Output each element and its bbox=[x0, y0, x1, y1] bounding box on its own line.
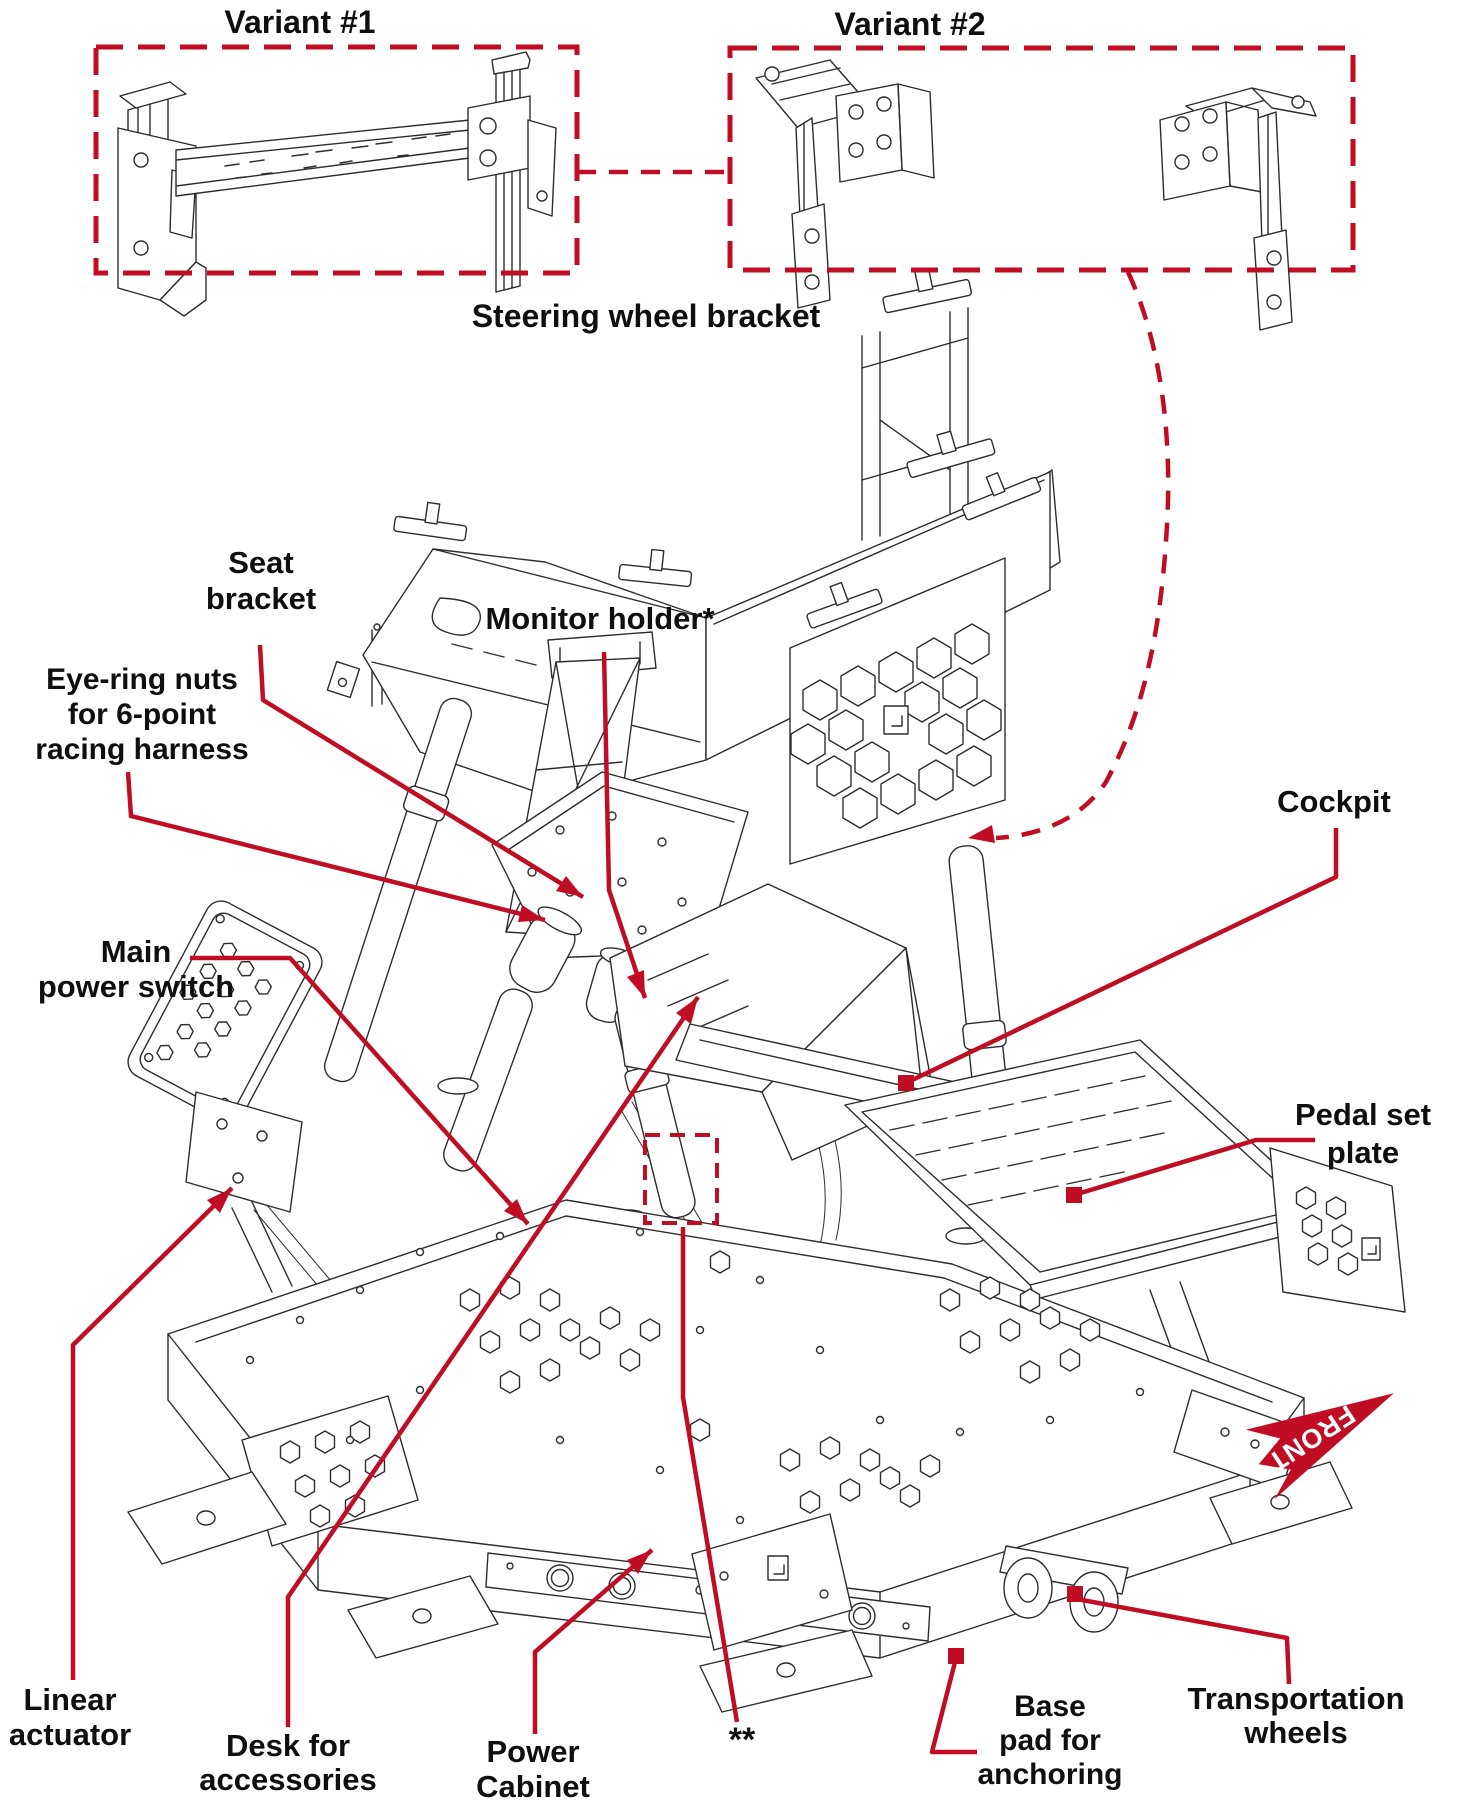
steering-wheel-bracket-caption: Steering wheel bracket bbox=[471, 298, 821, 334]
variant2-pointer-dashed-arc bbox=[968, 271, 1171, 843]
variant2-bracket-art bbox=[755, 59, 1317, 331]
label-line: Base bbox=[1014, 1690, 1086, 1723]
label-pedal-set-plate: Pedal set plate bbox=[1295, 1096, 1431, 1172]
base-platform-art bbox=[127, 1199, 1353, 1713]
label-line: for 6-point bbox=[67, 698, 217, 731]
label-line: wheels bbox=[1244, 1715, 1348, 1750]
label-line: racing harness bbox=[35, 733, 249, 766]
label-line: actuator bbox=[8, 1717, 132, 1752]
label-line: Eye-ring nuts bbox=[46, 663, 238, 696]
label-line: power switch bbox=[37, 969, 235, 1004]
pedal-assembly-art bbox=[675, 1023, 1406, 1401]
leader-lines bbox=[70, 644, 1339, 1755]
label-line: pad for bbox=[999, 1724, 1101, 1757]
label-line: Transportation bbox=[1187, 1681, 1405, 1716]
label-base-pad-anchoring: Base pad for anchoring bbox=[977, 1690, 1122, 1792]
label-line: Pedal set bbox=[1294, 1097, 1432, 1132]
label-seat-bracket: Seat bracket bbox=[206, 545, 316, 617]
label-line: Seat bbox=[228, 545, 294, 580]
label-line: ** bbox=[728, 1721, 756, 1759]
variant1-bracket-art bbox=[117, 51, 557, 317]
label-line: Power bbox=[486, 1734, 580, 1769]
label-line: Linear bbox=[23, 1682, 117, 1717]
label-line: Desk for bbox=[225, 1728, 351, 1763]
label-transportation-wheels: Transportation wheels bbox=[1187, 1682, 1404, 1750]
label-eye-ring-nuts: Eye-ring nuts for 6-point racing harness bbox=[35, 662, 248, 767]
label-cockpit: Cockpit bbox=[1277, 784, 1391, 820]
label-line: Main bbox=[100, 934, 172, 969]
variant1-title: Variant #1 bbox=[224, 4, 376, 40]
label-line: Cabinet bbox=[476, 1769, 590, 1804]
label-footnote-marker: ** bbox=[729, 1722, 755, 1758]
label-desk-for-accessories: Desk for accessories bbox=[199, 1729, 377, 1797]
front-direction-badge: FRONT bbox=[1245, 1393, 1394, 1500]
variant2-title: Variant #2 bbox=[834, 6, 986, 42]
footnote-target-dashed-box bbox=[643, 1133, 719, 1225]
variant2-dashed-box bbox=[727, 45, 1356, 273]
variant1-dashed-box bbox=[93, 44, 580, 276]
label-line: anchoring bbox=[977, 1758, 1123, 1791]
label-line: plate bbox=[1326, 1135, 1400, 1170]
label-linear-actuator: Linear actuator bbox=[9, 1682, 131, 1752]
label-monitor-holder: Monitor holder* bbox=[485, 601, 714, 637]
label-main-power-switch: Main power switch bbox=[38, 934, 234, 1004]
label-line: Monitor holder* bbox=[485, 601, 715, 636]
label-power-cabinet: Power Cabinet bbox=[476, 1734, 590, 1804]
label-line: accessories bbox=[199, 1762, 377, 1797]
label-line: bracket bbox=[205, 581, 317, 616]
label-line: Cockpit bbox=[1277, 784, 1391, 819]
